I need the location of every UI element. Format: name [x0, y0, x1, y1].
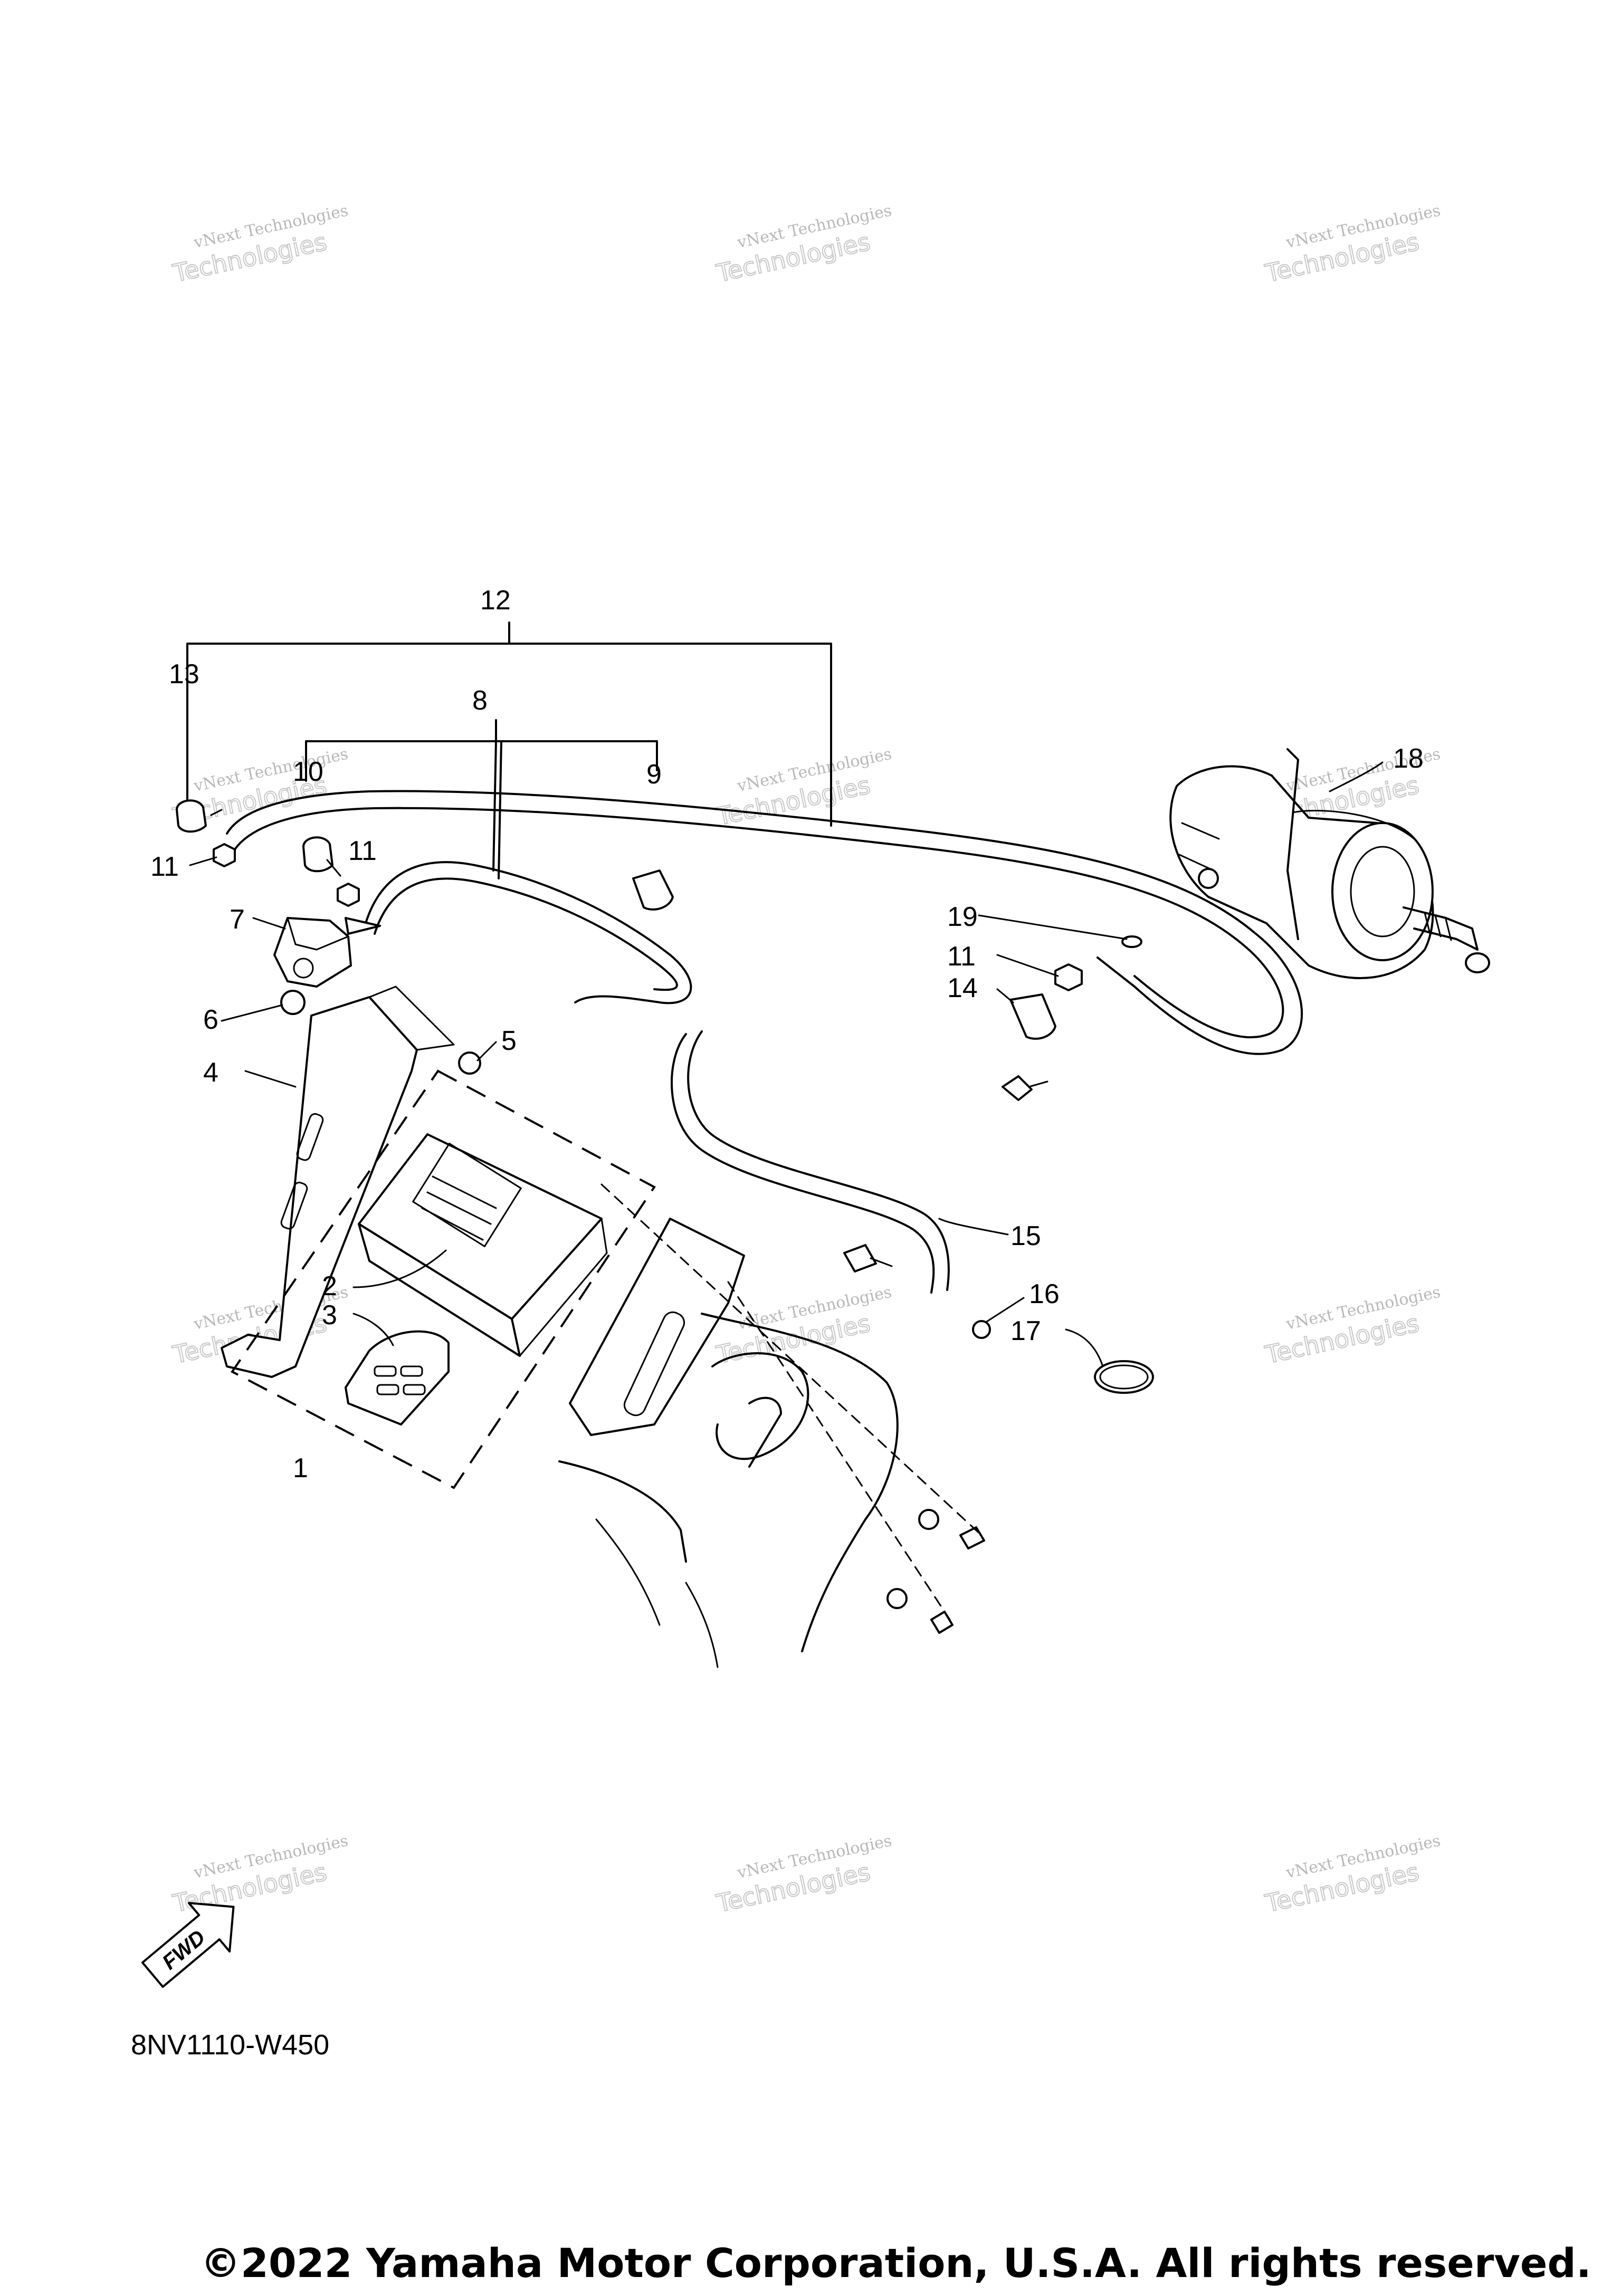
bolt-15: [843, 1244, 893, 1273]
callout-10: 10: [293, 757, 323, 787]
callout-4: 4: [203, 1057, 218, 1088]
copyright-notice: ©2022 Yamaha Motor Corporation, U.S.A. A…: [201, 2240, 1591, 2287]
callout-15: 15: [1010, 1221, 1041, 1251]
callout-6: 6: [203, 1004, 218, 1035]
battery-bracket: [221, 986, 455, 1378]
cap-14: [1009, 993, 1056, 1040]
starter-motor: [1169, 748, 1490, 979]
callout-3: 3: [322, 1300, 337, 1331]
bolt-top: [1002, 1075, 1048, 1101]
callout-11-left: 11: [150, 852, 179, 882]
drawing-code: 8NV1110-W450: [131, 2029, 330, 2061]
callout-2: 2: [322, 1271, 337, 1302]
washers-lower: [886, 1509, 985, 1634]
callout-17: 17: [1010, 1316, 1041, 1346]
callout-12: 12: [480, 585, 511, 616]
callout-5: 5: [501, 1026, 517, 1056]
callout-16: 16: [1029, 1279, 1060, 1309]
washer-16: [972, 1320, 991, 1339]
hull-section: [558, 1218, 899, 1668]
nut-6: [280, 990, 306, 1015]
callout-labels: 1 2 3 4 5 6 7 8 9 10 11 11 11 12 13 14 1…: [150, 585, 1424, 1484]
callout-14: 14: [947, 973, 978, 1003]
callout-7: 7: [230, 904, 245, 935]
terminal-cap-13: [176, 799, 223, 833]
battery-cable: [363, 861, 692, 1004]
washer-19: [1121, 935, 1142, 948]
battery-label-3: [345, 1330, 450, 1426]
group-brackets: [186, 621, 832, 879]
starter-cable: [226, 790, 1303, 1055]
callout-19: 19: [947, 902, 978, 932]
leader-lines: [189, 761, 1384, 1367]
callout-9: 9: [646, 759, 662, 790]
ground-cable: [671, 1033, 935, 1294]
nut-5: [458, 1051, 481, 1075]
callout-13: 13: [169, 659, 199, 690]
callout-11-mid: 11: [348, 836, 377, 866]
clip-17: [1094, 1360, 1154, 1394]
callout-11-right: 11: [947, 941, 976, 972]
terminal-cap-9: [632, 869, 674, 911]
terminal-cap-10: [302, 836, 333, 873]
callout-18: 18: [1393, 743, 1424, 774]
nut-11-right: [1054, 963, 1083, 991]
callout-8: 8: [472, 685, 488, 716]
nut-11-left: [213, 843, 236, 867]
starter-relay: [273, 917, 381, 988]
callout-1: 1: [293, 1453, 308, 1484]
nut-11-mid: [337, 883, 360, 907]
battery: [231, 1069, 656, 1489]
